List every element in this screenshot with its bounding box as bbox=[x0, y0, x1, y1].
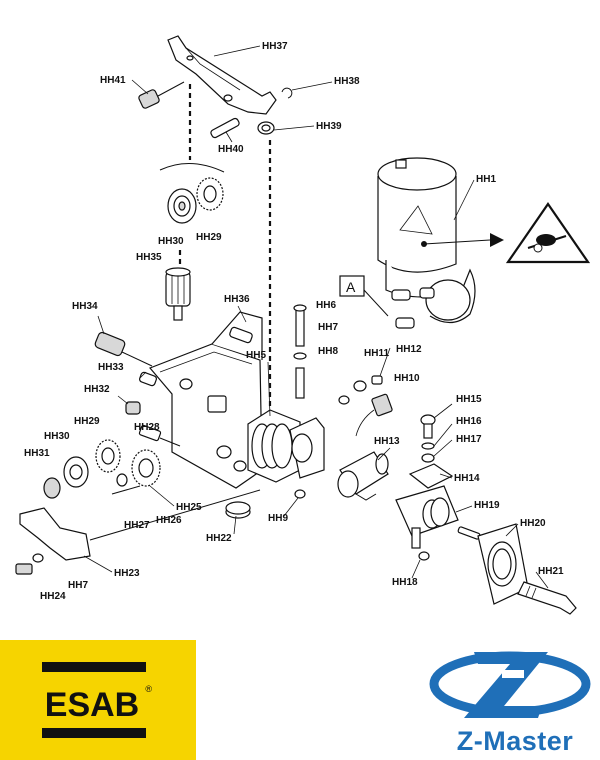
part-labels: HH37 HH41 HH38 HH39 HH40 HH1 HH30 HH29 H… bbox=[24, 41, 564, 602]
label-hh32: HH32 bbox=[84, 384, 110, 395]
label-hh11: HH11 bbox=[364, 348, 389, 359]
label-hh7: HH7 bbox=[318, 322, 338, 333]
motor-part bbox=[377, 157, 504, 329]
label-hh6: HH6 bbox=[316, 300, 336, 311]
small-screws bbox=[338, 375, 383, 405]
label-hh26: HH26 bbox=[156, 515, 182, 526]
gear-housing-part bbox=[247, 409, 325, 483]
label-hh13: HH13 bbox=[374, 436, 400, 447]
label-hh33: HH33 bbox=[98, 362, 124, 373]
lever-arm-part bbox=[167, 35, 277, 115]
label-hh41: HH41 bbox=[100, 75, 126, 86]
label-hh36: HH36 bbox=[224, 294, 250, 305]
label-hh29-lower: HH29 bbox=[74, 416, 100, 427]
label-hh34: HH34 bbox=[72, 301, 98, 312]
label-hh27: HH27 bbox=[124, 520, 150, 531]
label-hh17: HH17 bbox=[456, 434, 482, 445]
label-hh19: HH19 bbox=[474, 500, 500, 511]
sensor-part bbox=[355, 393, 393, 437]
label-hh23: HH23 bbox=[114, 568, 140, 579]
roller-gear-pair-lower bbox=[43, 439, 161, 499]
esab-logo: ESAB ® bbox=[0, 640, 196, 760]
screw-washer-part bbox=[15, 553, 44, 575]
leader-lines bbox=[83, 45, 549, 589]
drive-frame-part bbox=[148, 311, 263, 489]
shaft-part bbox=[94, 331, 153, 367]
outlet-nozzle-part bbox=[517, 581, 577, 615]
label-hh20: HH20 bbox=[520, 518, 546, 529]
label-hh40: HH40 bbox=[218, 144, 244, 155]
label-hh30: HH30 bbox=[158, 236, 184, 247]
label-hh10: HH10 bbox=[394, 373, 420, 384]
small-left-parts bbox=[125, 371, 181, 447]
wire-guide-body bbox=[395, 485, 481, 561]
knob-part bbox=[138, 81, 185, 109]
bolt-part bbox=[293, 304, 307, 399]
label-hh5: HH5 bbox=[246, 350, 266, 361]
zmaster-logo: Z-Master bbox=[420, 640, 600, 760]
zmaster-emblem-icon bbox=[429, 651, 591, 718]
label-a: A bbox=[346, 279, 356, 295]
registered-mark: ® bbox=[145, 684, 152, 694]
label-hh1: HH1 bbox=[476, 174, 496, 185]
label-hh7-lower: HH7 bbox=[68, 580, 88, 591]
inlet-tube-part bbox=[337, 451, 389, 501]
label-hh37: HH37 bbox=[262, 41, 288, 52]
screw-stack-part bbox=[420, 414, 436, 463]
pin-part bbox=[210, 117, 240, 139]
label-hh8: HH8 bbox=[318, 346, 338, 357]
label-hh25: HH25 bbox=[176, 502, 202, 513]
roller-gear-pair-upper bbox=[167, 177, 224, 224]
outlet-flange-part bbox=[477, 523, 529, 605]
label-hh16: HH16 bbox=[456, 416, 482, 427]
label-hh35: HH35 bbox=[136, 252, 162, 263]
label-hh21: HH21 bbox=[538, 566, 564, 577]
label-hh30-lower: HH30 bbox=[44, 431, 70, 442]
spring-part bbox=[257, 121, 275, 135]
label-hh15: HH15 bbox=[456, 394, 482, 405]
label-hh9: HH9 bbox=[268, 513, 288, 524]
label-hh29: HH29 bbox=[196, 232, 222, 243]
label-hh18: HH18 bbox=[392, 577, 418, 588]
foot-part bbox=[225, 501, 251, 519]
label-hh38: HH38 bbox=[334, 76, 360, 87]
label-hh12: HH12 bbox=[396, 344, 422, 355]
tension-knob-part bbox=[165, 267, 191, 321]
plate-part bbox=[408, 463, 454, 489]
esab-wordmark: ESAB bbox=[45, 686, 139, 724]
zmaster-wordmark: Z-Master bbox=[456, 726, 574, 756]
label-hh14: HH14 bbox=[454, 473, 480, 484]
label-hh24: HH24 bbox=[40, 591, 66, 602]
label-hh28: HH28 bbox=[134, 422, 160, 433]
exploded-parts-diagram: HH37 HH41 HH38 HH39 HH40 HH1 HH30 HH29 H… bbox=[15, 35, 591, 615]
label-hh22: HH22 bbox=[206, 533, 232, 544]
clip-part bbox=[281, 87, 293, 99]
washer-part bbox=[294, 489, 306, 499]
warning-triangle-icon bbox=[505, 202, 591, 264]
callout-a-box bbox=[339, 275, 365, 297]
gasket-part bbox=[19, 489, 261, 561]
label-hh31: HH31 bbox=[24, 448, 50, 459]
label-hh39: HH39 bbox=[316, 121, 342, 132]
